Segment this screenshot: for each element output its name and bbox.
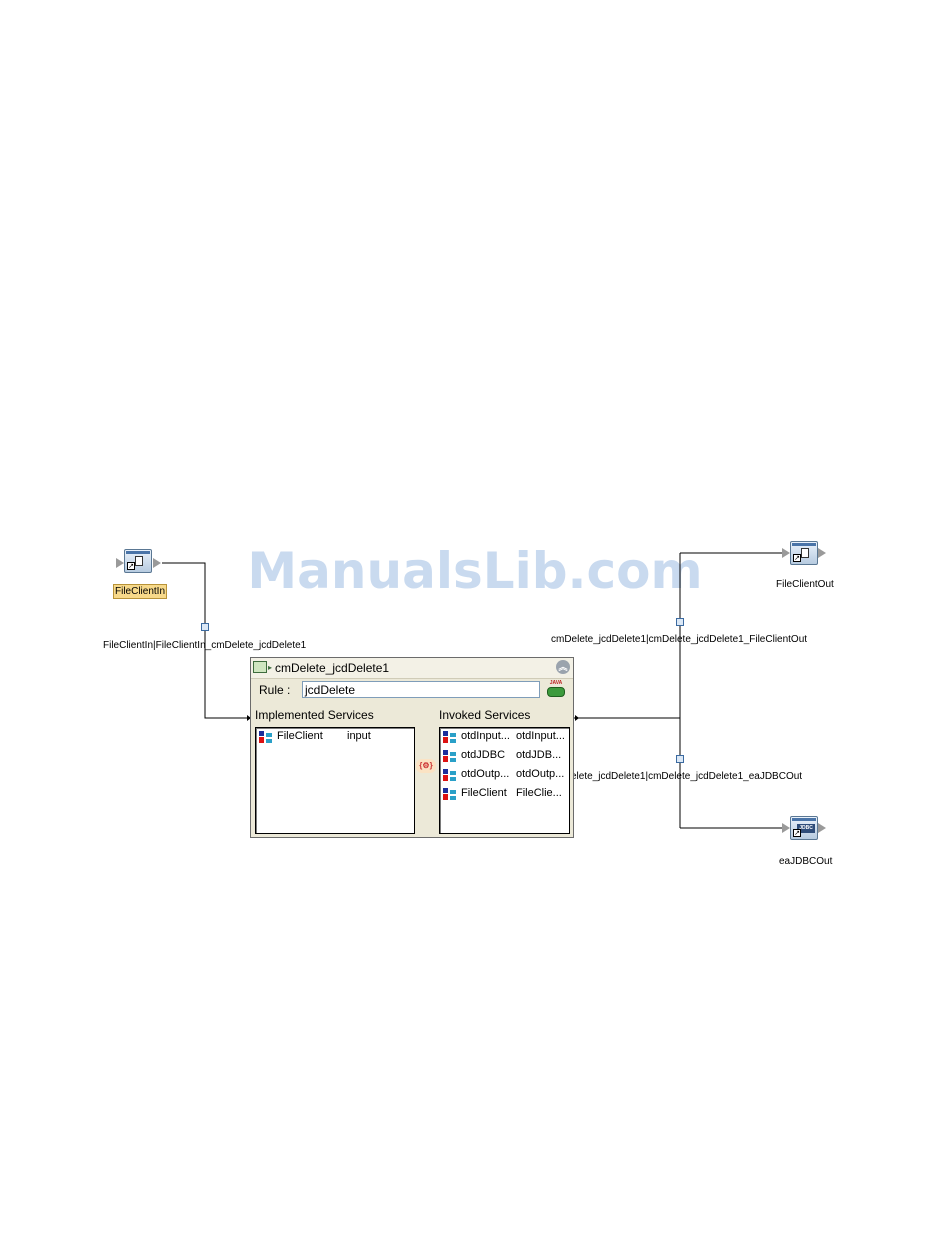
- ea-jdbc-out-node[interactable]: JDBC↗: [790, 816, 818, 840]
- shortcut-arrow-icon: ↗: [127, 562, 135, 570]
- invoked-services-header: Invoked Services: [439, 708, 531, 722]
- wire-out-start: [575, 715, 579, 721]
- watermark: ManualsLib.com: [247, 542, 703, 600]
- rule-field[interactable]: jcdDelete: [302, 681, 540, 698]
- service-name: FileClient: [277, 730, 323, 742]
- file-client-out-node[interactable]: ↗: [790, 541, 818, 565]
- document-icon: [801, 548, 809, 558]
- implemented-services-list[interactable]: FileClient input: [255, 727, 415, 834]
- web-service-icon: [443, 769, 457, 782]
- out-jdbc-connection-label: elete_jcdDelete1|cmDelete_jcdDelete1_eaJ…: [571, 771, 803, 782]
- connector-port-icon[interactable]: [201, 623, 209, 631]
- wire-in-end: [247, 715, 251, 721]
- service-name: otdInput...: [461, 730, 510, 742]
- connector-port-icon[interactable]: [676, 618, 684, 626]
- implemented-services-header: Implemented Services: [255, 708, 374, 722]
- node-jdbc-port-right-icon: [818, 823, 826, 833]
- collaboration-title: cmDelete_jcdDelete1: [275, 661, 390, 675]
- service-name: otdOutp...: [461, 768, 510, 780]
- service-name: otdJDBC: [461, 749, 506, 761]
- web-service-icon: [443, 750, 457, 763]
- web-service-icon: [443, 788, 457, 801]
- collaboration-icon: [253, 661, 267, 673]
- web-service-icon: [443, 731, 457, 744]
- node-out-port-right-icon: [818, 548, 826, 558]
- java-icon-text: JAVA: [549, 680, 563, 686]
- service-operation: otdOutp...: [516, 768, 565, 780]
- node-jdbc-port-left-icon: [782, 823, 790, 833]
- service-operation: FileClie...: [516, 787, 562, 799]
- node-out-port-left-icon: [782, 548, 790, 558]
- shortcut-arrow-icon: ↗: [793, 829, 801, 837]
- in-connection-label: FileClientIn|FileClientIn_cmDelete_jcdDe…: [103, 640, 307, 651]
- shortcut-arrow-icon: ↗: [793, 554, 801, 562]
- collaboration-title-bar[interactable]: ▸ cmDelete_jcdDelete1 ︽: [251, 658, 573, 679]
- node-in-port-right-icon: [153, 558, 161, 568]
- document-icon: [135, 556, 143, 566]
- jdbc-icon: JDBC: [797, 824, 815, 833]
- rule-label: Rule :: [259, 683, 291, 697]
- service-operation: otdJDB...: [516, 749, 562, 761]
- file-client-in-label[interactable]: FileClientIn: [113, 584, 168, 599]
- java-icon[interactable]: JAVA: [545, 680, 567, 698]
- wire-in: [162, 562, 250, 719]
- service-name: FileClient: [461, 787, 507, 799]
- collaboration-arrow-icon: ▸: [268, 663, 273, 672]
- node-in-port-left-icon: [116, 558, 124, 568]
- double-chevron-up-icon[interactable]: ︽: [556, 660, 570, 674]
- file-client-in-node[interactable]: ↗: [124, 549, 152, 573]
- service-operation: otdInput...: [516, 730, 565, 742]
- mapping-icon: {⚙}: [416, 759, 436, 773]
- invoked-services-list[interactable]: otdInput... otdInput... otdJDBC otdJDB..…: [439, 727, 570, 834]
- service-operation: input: [347, 730, 371, 742]
- connector-port-icon[interactable]: [676, 755, 684, 763]
- out-file-connection-label: cmDelete_jcdDelete1|cmDelete_jcdDelete1_…: [551, 634, 808, 645]
- file-client-out-label[interactable]: FileClientOut: [776, 579, 834, 590]
- collaboration-box[interactable]: ▸ cmDelete_jcdDelete1 ︽ Rule : jcdDelete…: [250, 657, 574, 838]
- ea-jdbc-out-label[interactable]: eaJDBCOut: [779, 856, 833, 867]
- web-service-icon: [259, 731, 273, 744]
